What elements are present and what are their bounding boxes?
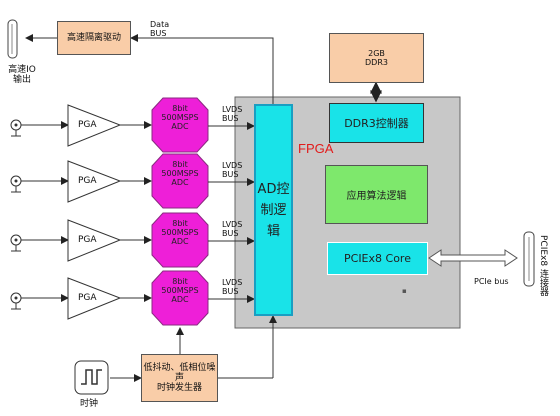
- pcie-core-box: PCIEx8 Core: [327, 242, 428, 275]
- adc-1-label: 8bit 500MSPS ADC: [161, 104, 199, 131]
- adc-3-label: 8bit 500MSPS ADC: [161, 219, 199, 246]
- fpga-dot-mark: ▪: [402, 287, 407, 295]
- data-bus-label: Data BUS: [150, 20, 170, 38]
- lvds-bus-1-label: LVDS BUS: [222, 105, 243, 123]
- adc-4-label: 8bit 500MSPS ADC: [161, 277, 199, 304]
- fpga-label: FPGA: [298, 141, 334, 156]
- adc-4-shape: [151, 270, 209, 326]
- algorithm-logic-box: 应用算法逻辑: [325, 165, 428, 224]
- clock-generator-box: 低抖动、低相位噪声 时钟发生器: [141, 354, 218, 402]
- lvds-bus-3-label: LVDS BUS: [222, 220, 243, 238]
- lvds-bus-2-label: LVDS BUS: [222, 161, 243, 179]
- lvds-bus-4-label: LVDS BUS: [222, 278, 243, 296]
- clock-generator-label: 低抖动、低相位噪声 时钟发生器: [143, 363, 216, 393]
- pcie-core-label: PCIEx8 Core: [344, 252, 411, 265]
- adc-2-shape: [151, 153, 209, 209]
- io-output-label: 高速IO 输出: [8, 65, 36, 85]
- isolation-driver-box: 高速隔离驱动: [57, 21, 131, 55]
- pcie-connector-label: PCIEx8 连接器: [538, 235, 548, 296]
- ad-logic-box: AD控 制逻 辑: [254, 104, 293, 316]
- adc-2-label: 8bit 500MSPS ADC: [161, 160, 199, 187]
- adc-3-shape: [151, 212, 209, 268]
- pcie-bus-label: PCIe bus: [474, 277, 509, 286]
- pga-4-label: PGA: [78, 293, 97, 303]
- pga-2-label: PGA: [78, 176, 97, 186]
- channel-2: [10, 153, 255, 209]
- clock-source-label: 时钟: [80, 399, 99, 409]
- ddr3-controller-label: DDR3控制器: [344, 117, 409, 130]
- pcie-bus-arrow: [428, 249, 518, 267]
- ddr3-box: 2GB DDR3: [329, 33, 424, 83]
- ddr3-controller-box: DDR3控制器: [329, 103, 424, 143]
- channel-1: [10, 97, 255, 153]
- pga-1-label: PGA: [78, 120, 97, 130]
- algorithm-logic-label: 应用算法逻辑: [346, 191, 407, 202]
- channel-4: [10, 270, 255, 326]
- ddr3-label: 2GB DDR3: [365, 49, 388, 67]
- isolation-driver-label: 高速隔离驱动: [66, 33, 121, 43]
- pga-3-label: PGA: [78, 235, 97, 245]
- adc-1-shape: [151, 97, 209, 153]
- data-bus-line: [130, 34, 274, 104]
- ad-logic-label: AD控 制逻 辑: [257, 181, 290, 239]
- channel-3: [10, 212, 255, 268]
